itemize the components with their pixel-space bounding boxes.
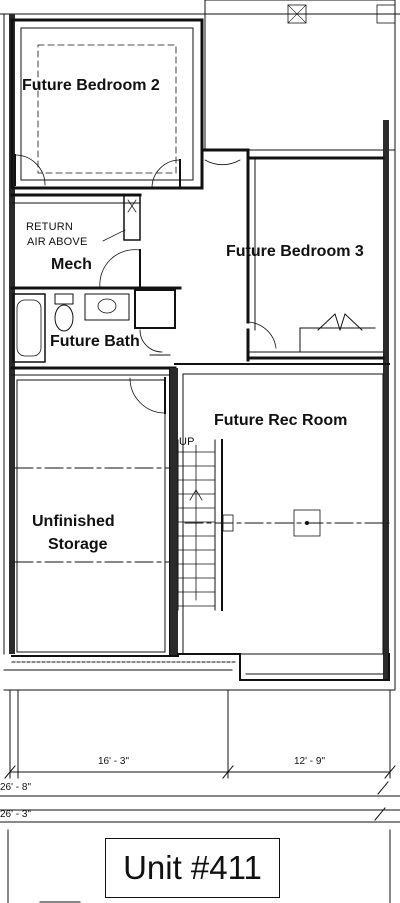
bedroom-2-walls	[10, 18, 204, 190]
dimension-overall-top: 26' - 8"	[0, 782, 32, 793]
room-label-rec-room: Future Rec Room	[214, 412, 348, 429]
bathtub	[12, 293, 46, 363]
fixture-box	[287, 4, 307, 24]
fixture-box	[376, 4, 396, 24]
beam-post	[293, 509, 321, 537]
upper-area-outline	[204, 0, 396, 151]
unit-label: Unit #411	[123, 849, 262, 886]
unit-label-box: Unit #411	[105, 838, 280, 898]
room-label-storage-line1: Unfinished	[32, 513, 115, 530]
dimension-left-width: 16' - 3"	[98, 756, 130, 767]
return-air-note-line2: AIR ABOVE	[27, 236, 88, 248]
stair-wall	[170, 368, 178, 656]
exterior-wall-right	[383, 120, 389, 680]
room-label-bedroom-3: Future Bedroom 3	[226, 243, 364, 260]
exterior-wall-left	[9, 14, 15, 654]
vanity	[84, 293, 130, 321]
room-label-storage-line2: Storage	[48, 536, 108, 553]
return-air-note-line1: RETURN	[26, 221, 74, 233]
room-label-bedroom-2: Future Bedroom 2	[22, 77, 160, 94]
room-label-mech: Mech	[51, 256, 92, 273]
toilet	[54, 304, 74, 332]
dimension-right-width: 12' - 9"	[294, 756, 326, 767]
ceiling-outline	[37, 44, 177, 174]
dimension-overall-bottom: 26' - 3"	[0, 809, 32, 820]
stair-up-label: UP	[179, 436, 195, 448]
room-label-bath: Future Bath	[50, 333, 140, 350]
